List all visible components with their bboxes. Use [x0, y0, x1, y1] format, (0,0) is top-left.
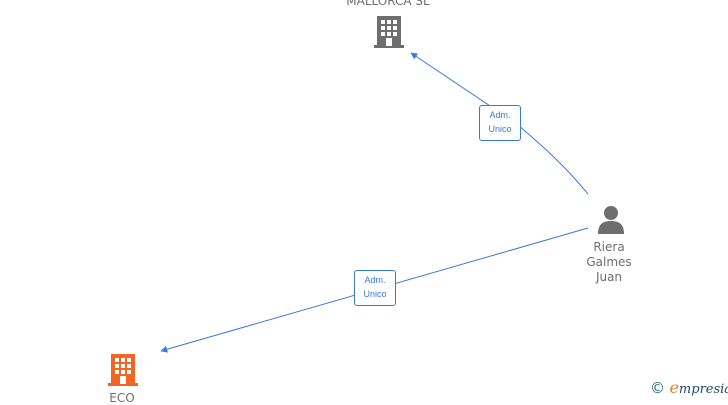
- building-icon[interactable]: [108, 352, 138, 386]
- person-icon[interactable]: [596, 204, 626, 234]
- person-label[interactable]: Riera Galmes Juan: [586, 240, 632, 284]
- top-company-label[interactable]: MALLORCA SL: [346, 0, 430, 8]
- empresia-watermark: © empresia: [650, 378, 728, 397]
- edge-label-adm-unico[interactable]: Adm.Unico: [354, 270, 396, 306]
- edge-label-adm-unico[interactable]: Adm.Unico: [479, 105, 521, 141]
- bottom-company-label[interactable]: ECO: [109, 391, 135, 405]
- building-icon[interactable]: [374, 14, 404, 48]
